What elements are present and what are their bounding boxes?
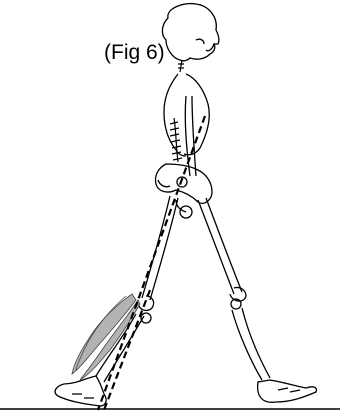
line-of-gravity <box>98 116 205 410</box>
arm <box>185 96 196 176</box>
spine <box>170 118 182 162</box>
figure-caption: (Fig 6) <box>104 42 165 63</box>
front-leg <box>198 198 316 402</box>
neck-vertebrae <box>178 60 184 72</box>
calf-muscle <box>72 294 140 380</box>
skull <box>162 4 218 61</box>
